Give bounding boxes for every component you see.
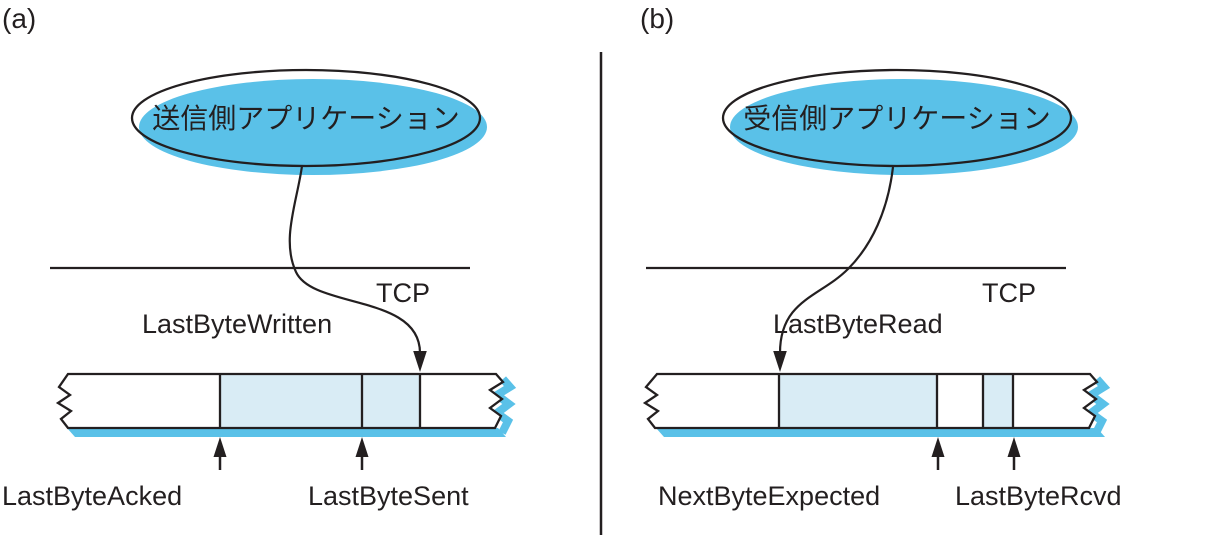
panel-a: (a) 送信側アプリケーション TCP LastByteWritten Last… (2, 3, 517, 511)
receiver-app-ellipse (721, 68, 1073, 168)
last-byte-read-label: LastByteRead (773, 309, 943, 339)
last-byte-acked-label: LastByteAcked (2, 481, 182, 511)
panel-b: (b) 受信側アプリケーション TCP LastByteRead NextByt… (640, 3, 1122, 511)
last-byte-written-arrowhead-icon (413, 351, 427, 372)
last-byte-read-arrowhead-icon (773, 351, 787, 372)
receive-buffer-outline (642, 372, 1099, 430)
send-buffer-data-region (220, 375, 420, 427)
send-buffer-edge-shadow (489, 376, 517, 435)
last-byte-written-label: LastByteWritten (142, 309, 332, 339)
receive-buffer-shadow (656, 428, 1105, 437)
panel-a-tcp-label: TCP (376, 278, 430, 308)
panel-b-index-label: (b) (640, 3, 674, 34)
send-buffer-shadow (67, 428, 506, 437)
last-byte-sent-arrowhead-icon (355, 437, 369, 457)
last-byte-sent-label: LastByteSent (308, 481, 469, 511)
panel-b-tcp-label: TCP (982, 278, 1036, 308)
sender-app-ellipse (130, 68, 482, 168)
receiver-ellipse-shadow (730, 79, 1078, 175)
sender-app-to-buffer-arrow (288, 165, 422, 354)
last-byte-rcvd-label: LastByteRcvd (955, 481, 1122, 511)
panel-a-index-label: (a) (2, 3, 36, 34)
receive-buffer-outoforder-region (983, 375, 1013, 427)
last-byte-rcvd-arrowhead-icon (1007, 437, 1021, 457)
receive-buffer-inorder-region (779, 375, 937, 427)
receive-buffer-edge-shadow (1083, 376, 1111, 435)
receiver-app-label: 受信側アプリケーション (743, 103, 1050, 134)
send-buffer-outline (55, 372, 505, 430)
sender-app-label: 送信側アプリケーション (152, 103, 459, 134)
next-byte-expected-label: NextByteExpected (658, 481, 880, 511)
next-byte-expected-arrowhead-icon (931, 437, 945, 457)
sender-ellipse-shadow (139, 79, 487, 175)
last-byte-acked-arrowhead-icon (213, 437, 227, 457)
